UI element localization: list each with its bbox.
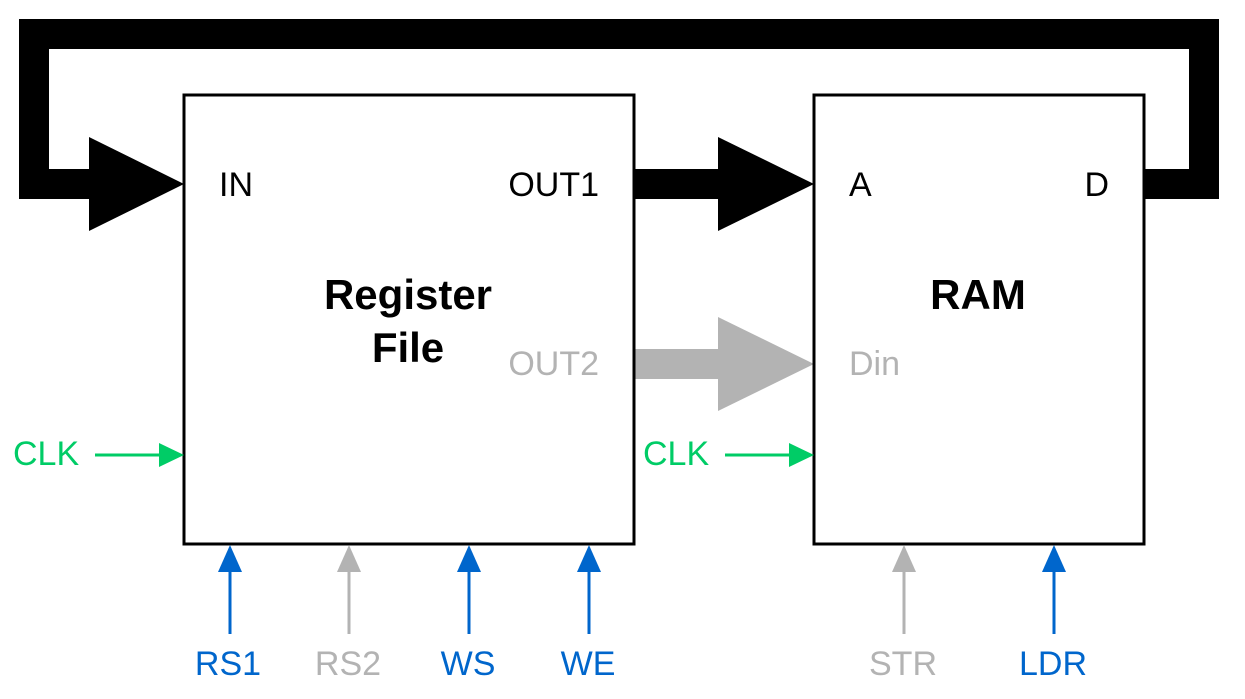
port-out2-label: OUT2	[508, 345, 599, 383]
str-label: STR	[869, 645, 937, 683]
register-file-block	[182, 93, 636, 546]
ram-block	[812, 93, 1146, 546]
port-a-label: A	[849, 166, 872, 204]
ldr-label: LDR	[1019, 645, 1087, 683]
rs1-label: RS1	[195, 645, 261, 683]
rs2-arrowhead	[337, 545, 361, 572]
we-arrowhead	[577, 545, 601, 572]
ws-arrowhead	[457, 545, 481, 572]
register-file-title-line1: Register	[324, 271, 492, 318]
clk-rf-label: CLK	[13, 435, 79, 473]
register-file-title-line2: File	[372, 324, 444, 371]
port-din-label: Din	[849, 345, 900, 383]
ws-label: WS	[441, 645, 496, 683]
we-label: WE	[561, 645, 616, 683]
port-in-label: IN	[219, 166, 253, 204]
port-out1-label: OUT1	[508, 166, 599, 204]
str-arrowhead	[892, 545, 916, 572]
out1-to-a-arrowhead	[718, 137, 814, 231]
rs1-arrowhead	[218, 545, 242, 572]
clk-rf-arrowhead	[159, 443, 184, 467]
ldr-arrowhead	[1042, 545, 1066, 572]
feedback-bus	[19, 19, 1219, 199]
rs2-label: RS2	[315, 645, 381, 683]
ram-title: RAM	[930, 271, 1026, 318]
clk-ram-label: CLK	[643, 435, 709, 473]
feedback-bus-arrowhead	[89, 137, 184, 231]
port-d-label: D	[1084, 166, 1109, 204]
out2-to-din-arrowhead	[718, 317, 814, 411]
clk-ram-arrowhead	[789, 443, 814, 467]
